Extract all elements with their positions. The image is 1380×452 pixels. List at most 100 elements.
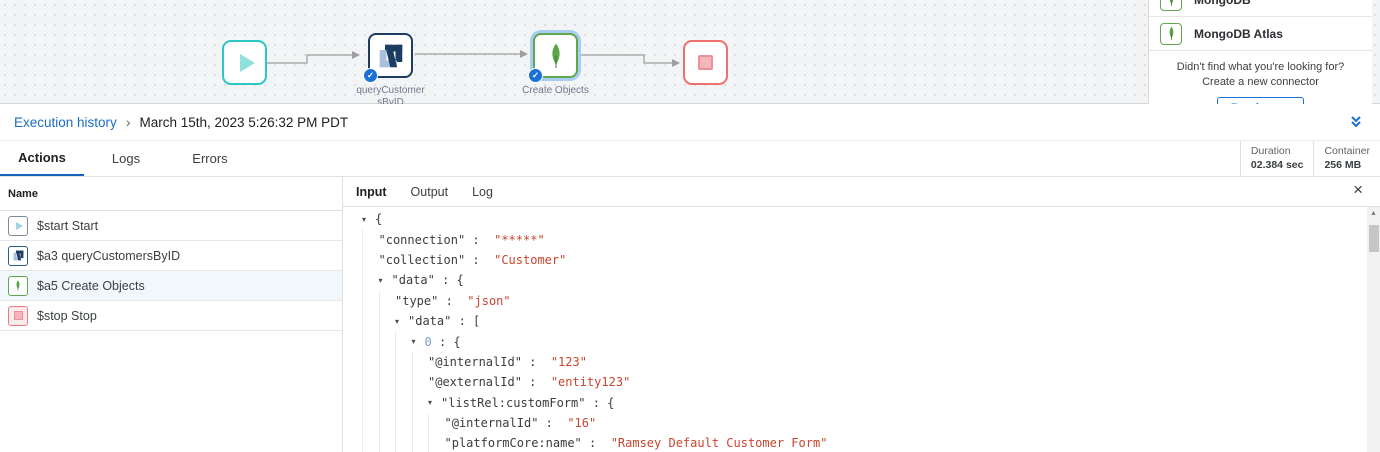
action-row-querycustomersbyid[interactable]: $a3 queryCustomersByID bbox=[0, 241, 342, 271]
execution-timestamp-title: March 15th, 2023 5:26:32 PM PDT bbox=[139, 114, 349, 130]
breadcrumb-execution-history-link[interactable]: Execution history bbox=[14, 114, 117, 130]
success-check-badge: ✓ bbox=[528, 68, 543, 83]
json-punct: : { bbox=[431, 334, 461, 349]
netsuite-icon bbox=[8, 245, 28, 266]
action-detail-panel: Input Output Log × ▾{"connection" : "***… bbox=[343, 177, 1380, 452]
stop-icon bbox=[8, 305, 28, 326]
action-row-create-objects[interactable]: $a5 Create Objects bbox=[0, 271, 342, 301]
collapse-triangle-icon[interactable]: ▾ bbox=[428, 398, 433, 408]
json-line: "@internalId" : "16" bbox=[343, 412, 1367, 434]
scrollbar-up-arrow-icon[interactable]: ▲ bbox=[1370, 210, 1377, 217]
collapse-triangle-icon[interactable]: ▾ bbox=[362, 214, 367, 224]
detail-tab-bar: Input Output Log × bbox=[343, 177, 1380, 207]
json-punct: : bbox=[581, 436, 611, 451]
netsuite-activity-node[interactable]: ✓ queryCustomer sByID bbox=[356, 33, 425, 108]
stat-value: 256 MB bbox=[1324, 159, 1362, 171]
breadcrumb-separator-icon: › bbox=[125, 114, 131, 130]
collapse-triangle-icon[interactable]: ▾ bbox=[378, 275, 383, 285]
indent-guide bbox=[411, 351, 429, 373]
stat-duration: Duration 02.384 sec bbox=[1239, 141, 1314, 176]
json-key: "@internalId" bbox=[428, 354, 522, 369]
indent-guide bbox=[362, 249, 379, 271]
connector-lines bbox=[267, 50, 680, 67]
mongodb-leaf-icon bbox=[551, 43, 560, 68]
indent-guide bbox=[378, 310, 396, 332]
indent-guide bbox=[362, 229, 379, 250]
read-more-button[interactable]: Read more bbox=[1216, 96, 1305, 104]
connector-item-mongodb[interactable]: MongoDB bbox=[1149, 0, 1372, 17]
json-key: "listRel:customForm" bbox=[441, 395, 586, 410]
connector-item-mongodb-atlas[interactable]: MongoDB Atlas bbox=[1149, 17, 1372, 51]
json-line: "connection" : "*****" bbox=[343, 229, 1367, 250]
tab-output[interactable]: Output bbox=[410, 184, 449, 199]
indent-guide bbox=[362, 351, 379, 373]
start-node[interactable] bbox=[222, 40, 267, 85]
stop-node[interactable] bbox=[683, 40, 728, 85]
actions-content: Name $start Start $a3 queryCustomersByID bbox=[0, 177, 1380, 452]
json-line: ▾{ bbox=[343, 209, 1367, 229]
json-line: ▾ 0 : { bbox=[343, 331, 1367, 352]
indent-guide bbox=[378, 331, 396, 352]
scrollbar-thumb[interactable] bbox=[1368, 225, 1379, 252]
indent-guide bbox=[378, 433, 396, 452]
stat-label: Duration bbox=[1250, 145, 1291, 157]
indent-guide bbox=[395, 433, 412, 452]
tab-errors[interactable]: Errors bbox=[192, 151, 228, 166]
indent-guide bbox=[411, 412, 429, 434]
netsuite-node-label: queryCustomer sByID bbox=[356, 85, 425, 108]
json-index: 0 bbox=[424, 334, 432, 349]
json-line: ▾ "listRel:customForm" : { bbox=[343, 392, 1367, 413]
connector-item-label: MongoDB bbox=[1194, 0, 1251, 7]
json-punct: : bbox=[465, 252, 495, 267]
json-key: "type" bbox=[395, 293, 439, 308]
tab-list: Actions Logs Errors bbox=[0, 141, 1380, 176]
indent-guide bbox=[362, 412, 379, 434]
tab-log[interactable]: Log bbox=[472, 184, 493, 199]
json-line: ▾"data" : { bbox=[343, 270, 1367, 291]
json-key: "data" bbox=[391, 273, 435, 288]
indent-guide bbox=[395, 392, 412, 413]
tab-input[interactable]: Input bbox=[356, 184, 387, 199]
close-icon[interactable]: × bbox=[1353, 180, 1363, 199]
json-punct: : { bbox=[585, 395, 615, 410]
stop-icon bbox=[698, 55, 713, 70]
indent-guide bbox=[428, 412, 445, 434]
connector-search-panel: MongoDB MongoDB Atlas Didn't find what y… bbox=[1148, 0, 1372, 104]
indent-guide bbox=[378, 412, 396, 434]
indent-guide bbox=[362, 270, 379, 291]
indent-guide bbox=[411, 372, 429, 393]
indent-guide bbox=[362, 290, 379, 311]
json-punct: : bbox=[521, 354, 551, 369]
start-icon bbox=[8, 215, 28, 236]
indent-guide bbox=[378, 290, 396, 311]
action-row-stop[interactable]: $stop Stop bbox=[0, 301, 342, 331]
json-line: "collection" : "Customer" bbox=[343, 249, 1367, 271]
indent-guide bbox=[362, 392, 379, 413]
json-key: "collection" bbox=[378, 252, 466, 267]
json-key: "@externalId" bbox=[428, 375, 522, 390]
json-punct: { bbox=[375, 212, 383, 227]
collapse-triangle-icon[interactable]: ▾ bbox=[395, 316, 400, 326]
vertical-scrollbar[interactable]: ▲ bbox=[1367, 207, 1380, 452]
json-value: "entity123" bbox=[550, 375, 631, 390]
workflow-canvas[interactable]: ✓ queryCustomer sByID ✓ Create Objects bbox=[0, 0, 1380, 108]
success-check-badge: ✓ bbox=[363, 68, 378, 83]
action-row-start[interactable]: $start Start bbox=[0, 211, 342, 241]
json-line: "@externalId" : "entity123" bbox=[343, 372, 1367, 393]
indent-guide bbox=[395, 372, 412, 393]
json-key: "connection" bbox=[378, 232, 466, 247]
tab-logs[interactable]: Logs bbox=[111, 151, 141, 166]
indent-guide bbox=[378, 372, 396, 393]
action-row-label: $a5 Create Objects bbox=[37, 278, 145, 293]
collapse-double-chevron-icon[interactable] bbox=[1348, 114, 1364, 130]
tab-actions[interactable]: Actions bbox=[0, 141, 84, 176]
action-row-label: $stop Stop bbox=[37, 308, 97, 323]
json-key: "data" bbox=[408, 314, 452, 329]
action-row-label: $start Start bbox=[37, 218, 99, 233]
json-value: "json" bbox=[467, 293, 511, 308]
mongodb-activity-node[interactable]: ✓ Create Objects bbox=[522, 33, 589, 96]
actions-list-panel: Name $start Start $a3 queryCustomersByID bbox=[0, 177, 343, 452]
indent-guide bbox=[395, 331, 412, 352]
collapse-triangle-icon[interactable]: ▾ bbox=[411, 337, 416, 347]
json-line: "platformCore:name" : "Ramsey Default Cu… bbox=[343, 433, 1367, 452]
